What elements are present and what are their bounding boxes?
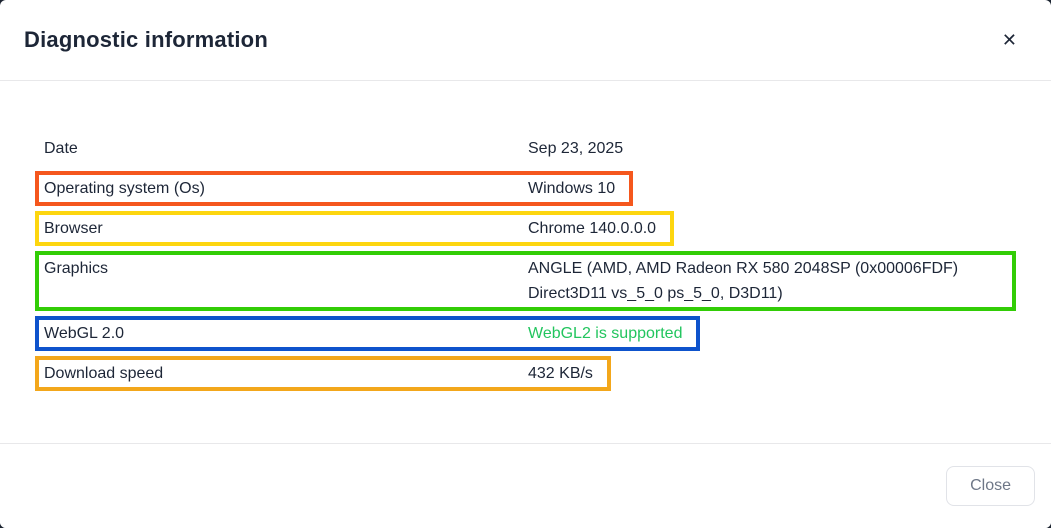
row-download-speed-value: 432 KB/s [528, 365, 593, 382]
row-date: Date Sep 23, 2025 [35, 131, 641, 166]
row-webgl-value: WebGL2 is supported [528, 325, 683, 342]
close-icon[interactable]: ✕ [998, 27, 1021, 53]
row-graphics-value: ANGLE (AMD, AMD Radeon RX 580 2048SP (0x… [528, 260, 959, 302]
row-browser-label: Browser [44, 220, 103, 237]
modal-footer: Close [0, 443, 1051, 528]
close-button[interactable]: Close [946, 466, 1035, 506]
modal-title: Diagnostic information [24, 27, 268, 52]
row-graphics: Graphics ANGLE (AMD, AMD Radeon RX 580 2… [35, 251, 1016, 311]
modal-body: Date Sep 23, 2025 Operating system (Os) … [0, 81, 1051, 391]
row-operating-system-value: Windows 10 [528, 180, 616, 197]
row-webgl: WebGL 2.0 WebGL2 is supported [35, 316, 701, 351]
row-graphics-label: Graphics [44, 260, 109, 277]
row-operating-system-label: Operating system (Os) [44, 180, 205, 197]
row-date-label: Date [44, 140, 78, 157]
row-browser: Browser Chrome 140.0.0.0 [35, 211, 675, 246]
modal-header: Diagnostic information ✕ [0, 0, 1051, 81]
row-webgl-label: WebGL 2.0 [44, 325, 125, 342]
row-date-value: Sep 23, 2025 [528, 140, 624, 157]
row-download-speed: Download speed 432 KB/s [35, 356, 611, 391]
row-download-speed-label: Download speed [44, 365, 164, 382]
row-operating-system: Operating system (Os) Windows 10 [35, 171, 634, 206]
row-browser-value: Chrome 140.0.0.0 [528, 220, 657, 237]
